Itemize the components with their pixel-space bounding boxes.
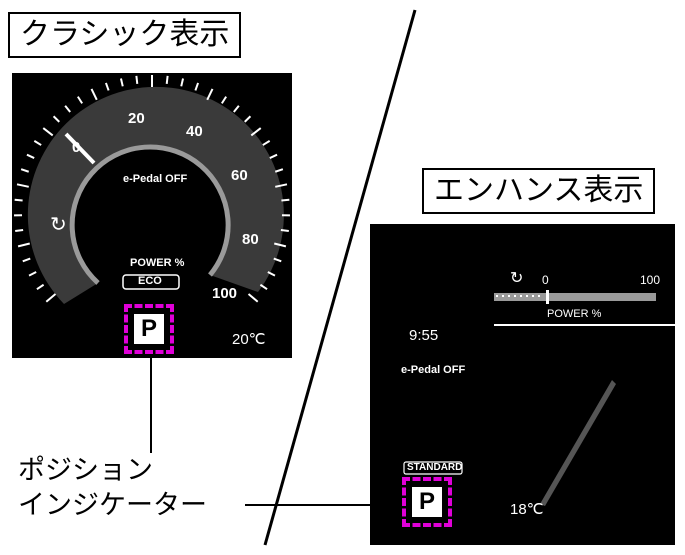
regen-dot	[496, 295, 498, 297]
gauge-tick	[90, 88, 98, 101]
gauge-tick	[36, 283, 45, 291]
power-bar-track	[494, 293, 656, 301]
gear-letter: P	[412, 487, 442, 517]
power-label: POWER %	[130, 257, 185, 269]
regen-dot	[538, 295, 540, 297]
gauge-tick	[17, 242, 30, 248]
enhance-graphics: ↻	[403, 268, 675, 506]
gauge-tick	[250, 127, 262, 137]
temperature: 20℃	[232, 331, 266, 348]
regen-dot	[502, 295, 504, 297]
regen-dot	[514, 295, 516, 297]
gauge-label-0: 0	[72, 139, 81, 156]
gear-letter: P	[134, 314, 164, 344]
gauge-tick	[26, 153, 35, 159]
gauge-tick	[15, 228, 24, 233]
eco-badge: ECO	[138, 275, 162, 287]
regen-icon: ↻	[510, 268, 523, 287]
regen-dot	[520, 295, 522, 297]
gauge-tick	[244, 115, 252, 123]
gauge-tick	[77, 96, 83, 104]
gauge-tick	[135, 75, 139, 84]
gauge-tick	[45, 293, 57, 303]
mode-badge: STANDARD	[407, 462, 463, 473]
gauge-label-20: 20	[128, 110, 145, 127]
power-bar-zero-marker	[546, 290, 549, 304]
temperature: 18℃	[510, 501, 544, 518]
classic-display-title: クラシック表示	[8, 12, 242, 58]
gauge-tick	[28, 271, 37, 277]
gauge-label-80: 80	[242, 231, 259, 248]
gauge-tick	[247, 293, 259, 303]
gauge-tick	[180, 78, 185, 87]
gauge-label-60: 60	[231, 167, 248, 184]
gauge-tick	[281, 198, 290, 202]
gauge-tick	[64, 105, 71, 113]
power-scale-min: 0	[542, 273, 549, 287]
gauge-tick	[206, 88, 214, 101]
regen-dot	[532, 295, 534, 297]
speed-sweep	[540, 380, 616, 506]
callout-label-line2: インジケーター	[18, 490, 207, 521]
callout-label-line1: ポジション	[18, 455, 153, 486]
gauge-tick	[14, 198, 23, 202]
gauge-tick	[269, 153, 278, 159]
power-bar-regen-dots	[496, 295, 540, 297]
gauge-tick	[20, 168, 30, 173]
eco-badge-frame	[122, 274, 180, 290]
regen-dot	[526, 295, 528, 297]
enhance-display-title: エンハンス表示	[422, 168, 656, 214]
gauge-tick	[165, 75, 169, 84]
gauge-tick	[233, 105, 240, 113]
power-scale-max: 100	[640, 273, 661, 287]
regen-dot	[508, 295, 510, 297]
gauge-tick	[221, 96, 227, 104]
gauge-track	[69, 144, 231, 285]
enhance-position-indicator: P	[402, 477, 452, 527]
regen-icon: ↻	[50, 212, 67, 236]
gauge-needle	[64, 132, 96, 165]
gauge-tick	[119, 78, 124, 87]
enhance-display-panel: ↻ 0 100 POWER % 9:55 e-Pedal OFF STANDAR…	[370, 224, 675, 545]
gauge-tick	[16, 183, 29, 188]
gauge-tick	[33, 140, 42, 146]
gauge-band	[27, 86, 284, 304]
epedal-status: e-Pedal OFF	[123, 173, 188, 185]
power-label: POWER %	[547, 308, 602, 320]
gauge-tick	[42, 127, 54, 137]
gauge-tick	[104, 82, 110, 91]
gauge-label-100: 100	[212, 285, 238, 302]
clock-time: 9:55	[409, 327, 439, 344]
classic-position-indicator: P	[124, 304, 174, 354]
gauge-tick	[194, 82, 200, 91]
gauge-tick	[280, 228, 289, 233]
gauge-tick	[22, 257, 31, 263]
classic-gauge: ↻	[14, 75, 290, 304]
gauge-tick	[274, 168, 284, 173]
epedal-status: e-Pedal OFF	[401, 364, 466, 376]
gauge-label-40: 40	[186, 123, 203, 140]
gauge-tick	[262, 140, 271, 146]
gauge-tick	[52, 115, 60, 123]
